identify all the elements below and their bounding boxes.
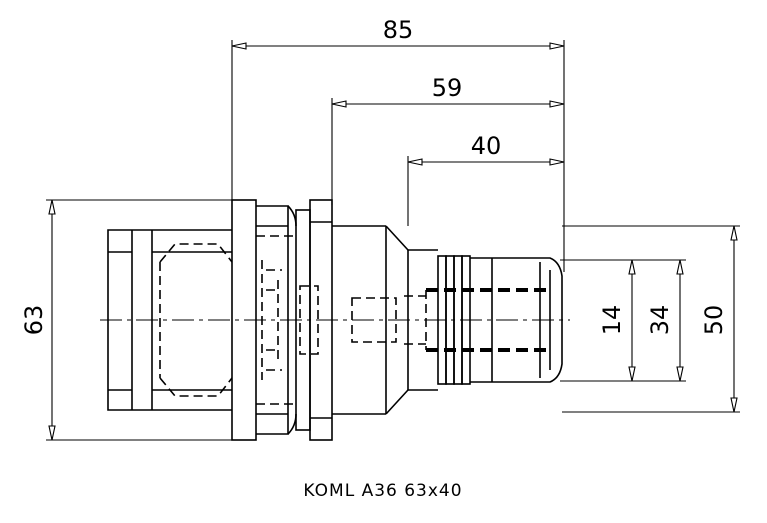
nut-diameter-label: 34 bbox=[646, 305, 674, 336]
dimension-body-diameter: 50 bbox=[562, 225, 740, 413]
collet-nut bbox=[404, 255, 563, 385]
drawing-caption: KOML A36 63x40 bbox=[303, 481, 462, 501]
taper-shank bbox=[107, 229, 233, 411]
flange bbox=[231, 199, 333, 441]
bore-diameter-label: 14 bbox=[598, 305, 626, 336]
body bbox=[332, 225, 438, 415]
body-diameter-label: 50 bbox=[700, 305, 728, 336]
dimension-flange-diameter: 63 bbox=[20, 199, 232, 441]
dimension-nut-diameter: 34 bbox=[600, 259, 686, 382]
dimension-mid-length: 59 bbox=[331, 74, 565, 205]
overall-length-label: 85 bbox=[383, 16, 414, 44]
dimension-overall-length: 85 bbox=[231, 16, 565, 272]
dimension-bore-diameter: 14 bbox=[560, 259, 638, 382]
mid-length-label: 59 bbox=[432, 74, 463, 102]
collet-length-label: 40 bbox=[471, 132, 502, 160]
dimension-collet-length: 40 bbox=[407, 132, 565, 226]
flange-diameter-label: 63 bbox=[20, 305, 48, 336]
